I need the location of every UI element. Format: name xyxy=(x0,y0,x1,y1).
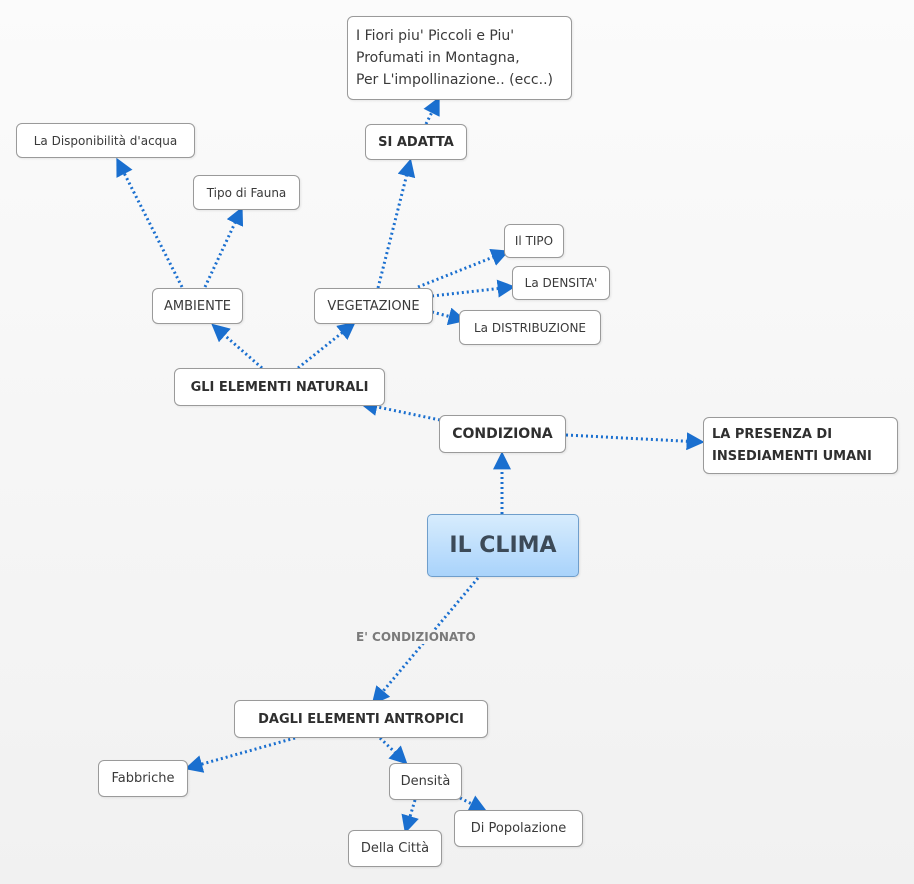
node-condiziona[interactable]: CONDIZIONA xyxy=(439,415,566,453)
connector-ambiente-fauna xyxy=(203,206,244,288)
node-di-popolazione[interactable]: Di Popolazione xyxy=(454,810,583,847)
connector-naturali-vegetazione xyxy=(297,321,356,370)
node-elementi-antropici[interactable]: DAGLI ELEMENTI ANTROPICI xyxy=(234,700,488,738)
node-fabbriche[interactable]: Fabbriche xyxy=(98,760,188,797)
node-elementi-naturali[interactable]: GLI ELEMENTI NATURALI xyxy=(174,368,385,406)
root-node[interactable]: IL CLIMA xyxy=(427,514,579,577)
node-disponibilita-acqua[interactable]: La Disponibilità d'acqua xyxy=(16,123,195,158)
connector-ambiente-acqua xyxy=(116,157,184,288)
connector-antropici-fabbriche xyxy=(184,736,296,773)
node-della-citta[interactable]: Della Città xyxy=(348,830,442,867)
node-la-densita[interactable]: La DENSITA' xyxy=(512,266,610,300)
node-vegetazione[interactable]: VEGETAZIONE xyxy=(314,288,433,324)
node-la-distribuzione[interactable]: La DISTRIBUZIONE xyxy=(459,310,601,345)
node-ambiente[interactable]: AMBIENTE xyxy=(152,288,243,324)
node-insediamenti-umani[interactable]: LA PRESENZA DI INSEDIAMENTI UMANI xyxy=(703,417,898,474)
connector-condiziona-naturali xyxy=(359,398,441,422)
node-il-tipo[interactable]: Il TIPO xyxy=(504,224,564,258)
connector-densita-citta xyxy=(401,799,419,834)
connector-condiziona-insediamenti xyxy=(565,432,705,451)
edge-label-e-condizionato: E' CONDIZIONATO xyxy=(356,630,476,644)
node-fiori-montagna[interactable]: I Fiori piu' Piccoli e Piu' Profumati in… xyxy=(347,16,572,100)
node-tipo-di-fauna[interactable]: Tipo di Fauna xyxy=(193,175,300,210)
connector-antropici-densita xyxy=(378,736,408,765)
connector-vegetazione-distribuzione xyxy=(431,307,467,326)
node-si-adatta[interactable]: SI ADATTA xyxy=(365,124,467,160)
connector-vegetazione-tipo xyxy=(417,248,510,289)
connector-densita-popolazione xyxy=(459,795,488,812)
connector-vegetazione-siadatta xyxy=(376,158,416,289)
connector-siadatta-fiori xyxy=(423,96,440,125)
connector-naturali-ambiente xyxy=(211,323,263,370)
connector-vegetazione-densita xyxy=(431,279,516,298)
node-densita[interactable]: Densità xyxy=(389,763,462,800)
